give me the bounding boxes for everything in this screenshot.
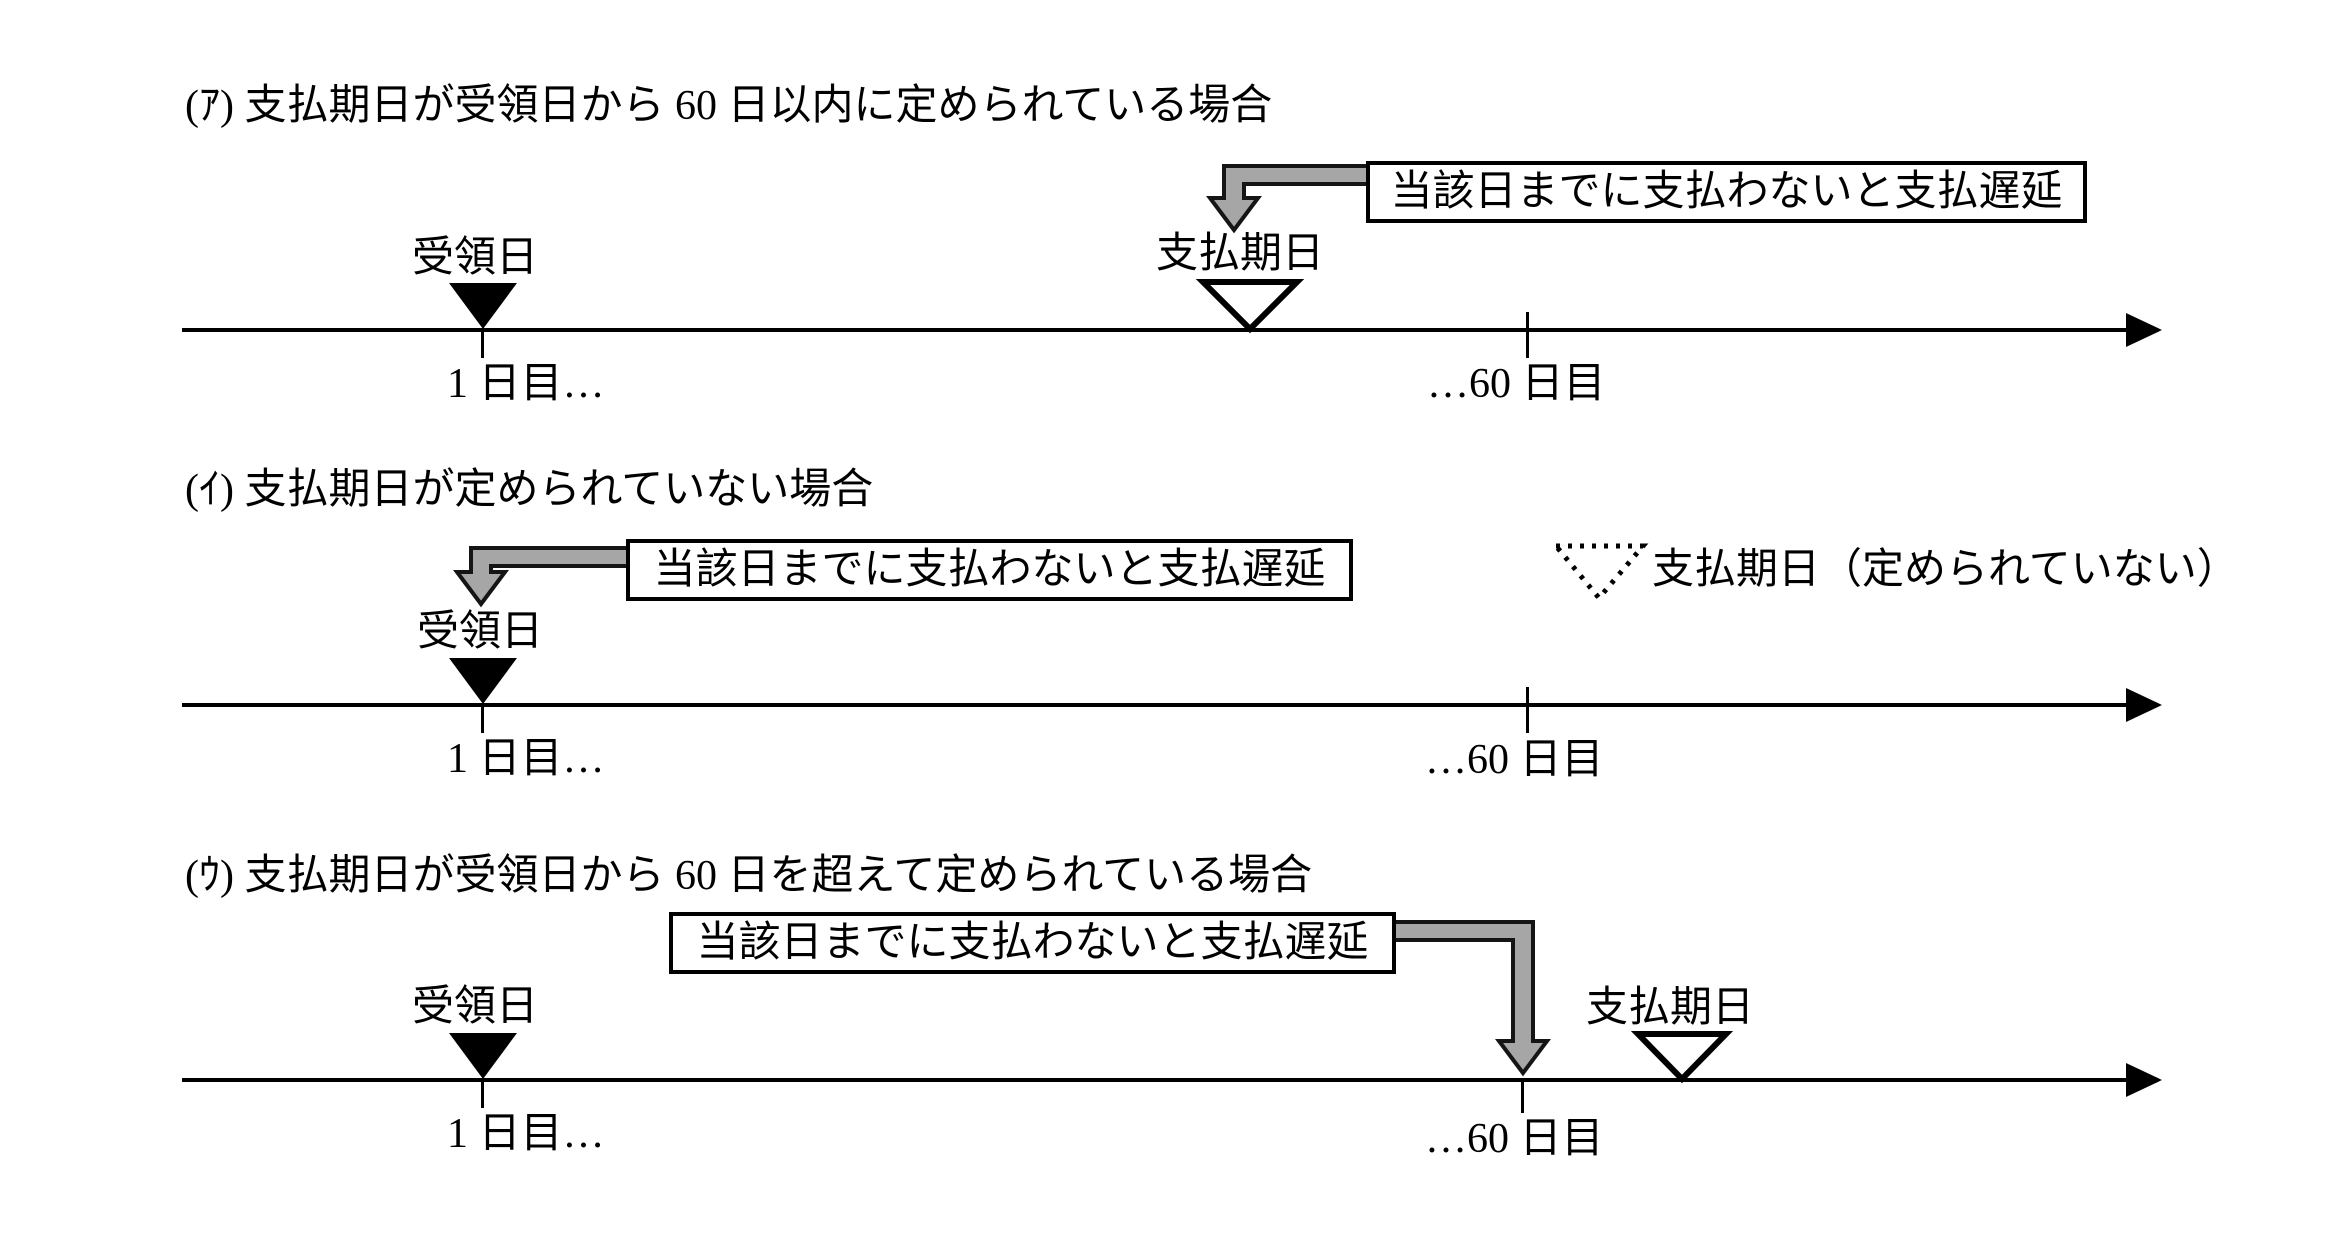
- section-c-callout: 当該日までに支払わないと支払遅延: [669, 912, 1396, 974]
- timeline-c-arrowhead-icon: [2126, 1063, 2162, 1097]
- section-a-callout: 当該日までに支払わないと支払遅延: [1366, 161, 2087, 223]
- section-b-graphics: [182, 543, 2162, 733]
- day60-tick-b: [1526, 687, 1529, 733]
- receipt-marker-c-icon: [449, 1033, 517, 1079]
- receipt-marker-b-icon: [449, 658, 517, 704]
- day1-tick-b: [481, 705, 484, 733]
- day60-tick-c: [1521, 1080, 1524, 1113]
- timeline-a-arrowhead-icon: [2126, 313, 2162, 347]
- timeline-b-arrowhead-icon: [2126, 688, 2162, 722]
- section-b-callout: 当該日までに支払わないと支払遅延: [626, 539, 1353, 601]
- timeline-a: [182, 328, 2128, 332]
- section-c-day60-label: …60 日目: [1425, 1116, 1604, 1162]
- day1-tick-a: [481, 330, 484, 358]
- section-c-heading: (ｳ) 支払期日が受領日から 60 日を超えて定められている場合: [185, 853, 1313, 899]
- timeline-c: [182, 1078, 2128, 1082]
- day60-tick-a: [1526, 312, 1529, 358]
- due-date-marker-c-icon: [1630, 1031, 1734, 1084]
- section-b-heading: (ｲ) 支払期日が定められていない場合: [185, 467, 874, 513]
- section-a-day60-label: …60 日目: [1427, 361, 1606, 407]
- section-c-day1-label: 1 日目…: [447, 1111, 605, 1157]
- section-a-day1-label: 1 日目…: [447, 361, 605, 407]
- section-a-graphics: [182, 164, 2162, 358]
- section-b-day60-label: …60 日目: [1425, 737, 1604, 783]
- section-a-due-label: 支払期日: [1155, 231, 1325, 277]
- callout-bent-arrow-a-icon: [1206, 164, 1370, 234]
- section-a-receipt-label: 受領日: [411, 235, 539, 281]
- timeline-b: [182, 703, 2128, 707]
- section-b-receipt-label: 受領日: [416, 609, 544, 655]
- undefined-due-date-marker-icon: [1550, 543, 1649, 602]
- day1-tick-c: [481, 1080, 484, 1108]
- section-b-day1-label: 1 日目…: [447, 736, 605, 782]
- callout-bent-arrow-c-icon: [1392, 920, 1551, 1077]
- section-c-due-label: 支払期日: [1585, 985, 1755, 1031]
- section-c-graphics: [182, 920, 2162, 1113]
- due-date-marker-a-icon: [1195, 279, 1305, 334]
- section-b-legend-label: 支払期日（定められていない）: [1652, 547, 2239, 593]
- receipt-marker-a-icon: [449, 283, 517, 329]
- section-a-heading: (ｱ) 支払期日が受領日から 60 日以内に定められている場合: [185, 83, 1273, 129]
- section-c-receipt-label: 受領日: [411, 984, 539, 1030]
- callout-bent-arrow-b-icon: [453, 546, 630, 608]
